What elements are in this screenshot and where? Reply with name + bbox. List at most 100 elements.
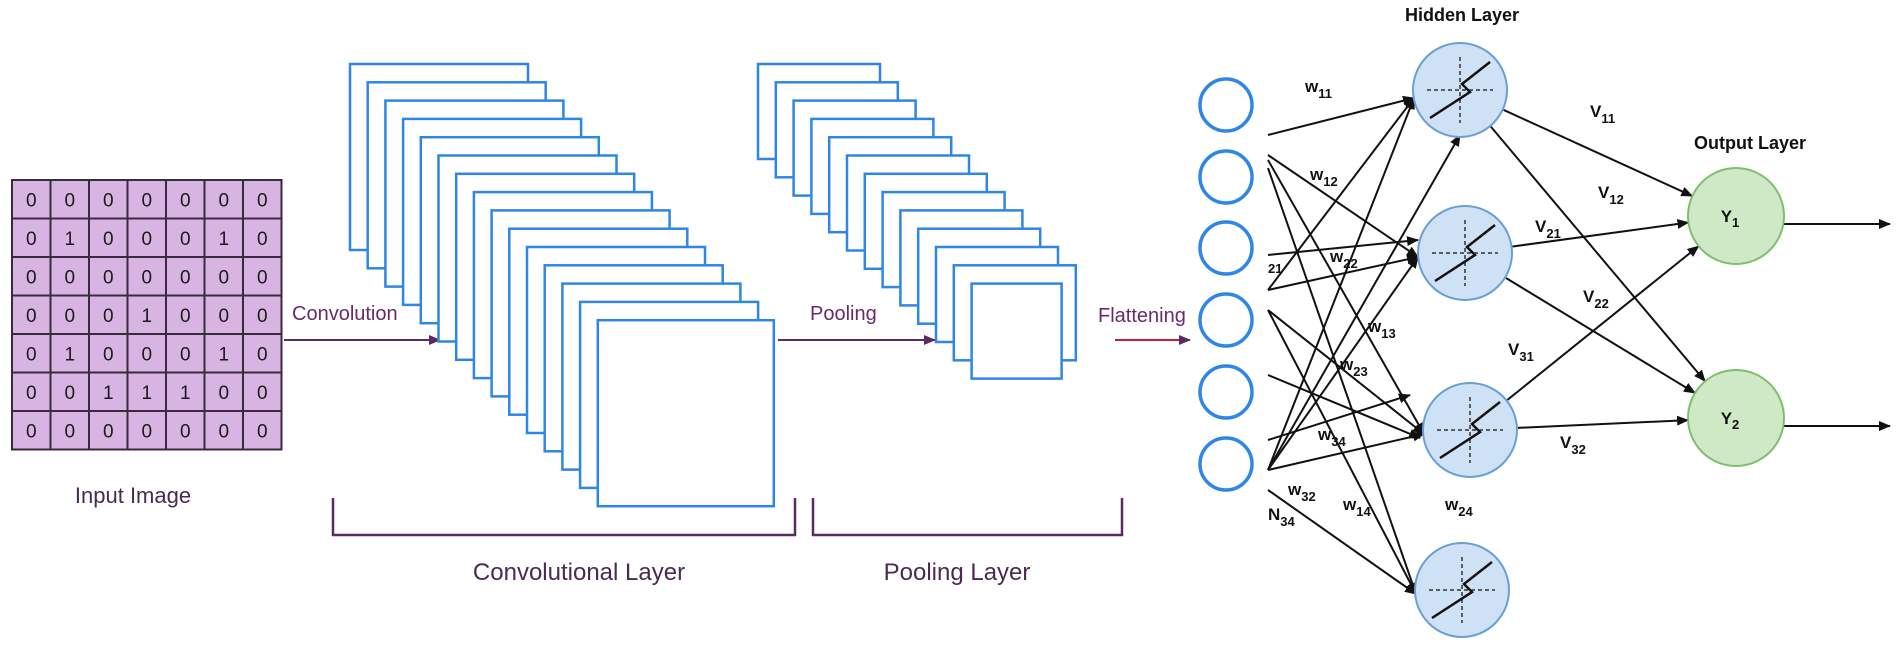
network-connections (1267, 95, 1891, 595)
flattened-node (1198, 220, 1254, 276)
input-grid-value: 0 (103, 267, 114, 288)
input-grid-value: 0 (141, 421, 152, 442)
input-grid-value: 0 (180, 344, 191, 365)
input-grid-value: 0 (103, 344, 114, 365)
feature-map (970, 282, 1063, 380)
input-to-hidden-edge (1267, 374, 1421, 439)
input-grid-value: 0 (26, 383, 37, 404)
input-grid-value: 0 (103, 306, 114, 327)
input-grid-cell (49, 294, 90, 335)
pooling-layer-bracket (811, 498, 1124, 537)
input-grid-value: 0 (103, 190, 114, 211)
input-grid-cell (11, 217, 52, 258)
activation-function-icon (1434, 224, 1496, 283)
output-node: Y1 (1687, 167, 1785, 265)
hidden-to-output-edge (1505, 277, 1696, 394)
weight-label: V31 (1508, 340, 1534, 364)
input-to-hidden-edge (1267, 154, 1419, 258)
convolutional-feature-maps (348, 62, 776, 508)
input-grid-value: 0 (218, 267, 229, 288)
input-grid-value: 0 (103, 229, 114, 250)
input-grid-cell (88, 217, 129, 258)
input-to-hidden-edge (1267, 97, 1415, 471)
input-grid-cell (88, 410, 129, 451)
convolution-label: Convolution (292, 303, 398, 325)
input-grid-value: 1 (64, 229, 75, 250)
input-grid-value: 1 (141, 306, 152, 327)
flattened-node (1198, 77, 1254, 133)
input-grid-cell (88, 256, 129, 297)
weight-label: N34 (1268, 505, 1296, 529)
weight-label: w32 (1287, 480, 1316, 504)
input-grid-value: 0 (141, 190, 152, 211)
input-grid-value: 0 (26, 267, 37, 288)
hidden-layer-nodes (1412, 42, 1518, 638)
hidden-to-output-edge (1490, 126, 1706, 383)
input-grid-cell (203, 256, 244, 297)
hidden-to-output-edge (1503, 109, 1694, 197)
input-grid-cell (126, 410, 167, 451)
input-grid-value: 0 (257, 190, 268, 211)
input-grid-value: 0 (64, 190, 75, 211)
input-grid-cell (88, 333, 129, 374)
weight-label: w23 (1339, 355, 1368, 379)
output-node: Y2 (1687, 369, 1785, 467)
flattened-input-nodes (1198, 77, 1254, 492)
input-to-hidden-edge (1267, 97, 1415, 291)
hidden-to-output-edge (1517, 415, 1690, 429)
hidden-layer-label: Hidden Layer (1405, 5, 1519, 25)
input-grid-value: 1 (141, 383, 152, 404)
input-grid-value: 0 (180, 421, 191, 442)
input-grid-value: 0 (218, 421, 229, 442)
input-grid-value: 0 (26, 190, 37, 211)
weight-label: V12 (1598, 183, 1624, 207)
input-grid-cell (242, 410, 283, 451)
hidden-node (1417, 205, 1513, 301)
input-to-hidden-edge (1267, 236, 1419, 256)
input-grid-value: 0 (180, 190, 191, 211)
input-grid-value: 0 (64, 383, 75, 404)
input-grid-cell (203, 294, 244, 335)
flattened-node (1198, 364, 1254, 420)
flattened-node (1198, 436, 1254, 492)
weight-label: w13 (1367, 317, 1396, 341)
weight-label: w34 (1317, 425, 1346, 449)
output-node-label: Y2 (1721, 409, 1740, 432)
input-grid-value: 0 (26, 344, 37, 365)
input-to-hidden-edge (1267, 254, 1419, 291)
input-grid-value: 0 (103, 421, 114, 442)
hidden-node (1422, 382, 1518, 478)
input-to-hidden-edge (1267, 256, 1419, 471)
input-to-hidden-edge (1267, 159, 1425, 435)
input-grid-value: 1 (218, 229, 229, 250)
weight-label: w24 (1444, 495, 1473, 519)
activation-function-icon (1439, 401, 1501, 460)
input-to-hidden-edge (1267, 167, 1418, 595)
input-grid-value: 1 (218, 344, 229, 365)
input-grid-cell (165, 410, 206, 451)
input-grid-value: 0 (141, 267, 152, 288)
weight-label: w22 (1329, 247, 1358, 271)
hidden-to-output-edge (1506, 245, 1700, 401)
input-grid-value: 0 (141, 344, 152, 365)
input-grid-value: 0 (218, 190, 229, 211)
input-grid-value: 0 (180, 306, 191, 327)
input-grid-cell (203, 410, 244, 451)
input-grid-value: 0 (180, 229, 191, 250)
weight-label: w12 (1309, 165, 1338, 189)
output-layer-label: Output Layer (1694, 133, 1806, 153)
flattened-node (1198, 292, 1254, 348)
input-grid-cell (165, 256, 206, 297)
pooling-feature-maps (756, 62, 1078, 380)
input-grid-value: 0 (257, 421, 268, 442)
feature-map (596, 318, 776, 508)
input-to-hidden-edge (1267, 431, 1425, 471)
input-to-hidden-edge (1267, 309, 1425, 435)
input-grid-value: 0 (218, 383, 229, 404)
pooling-label: Pooling (810, 303, 877, 325)
hidden-to-output-edge (1512, 219, 1690, 248)
input-image-label: Input Image (75, 483, 191, 508)
